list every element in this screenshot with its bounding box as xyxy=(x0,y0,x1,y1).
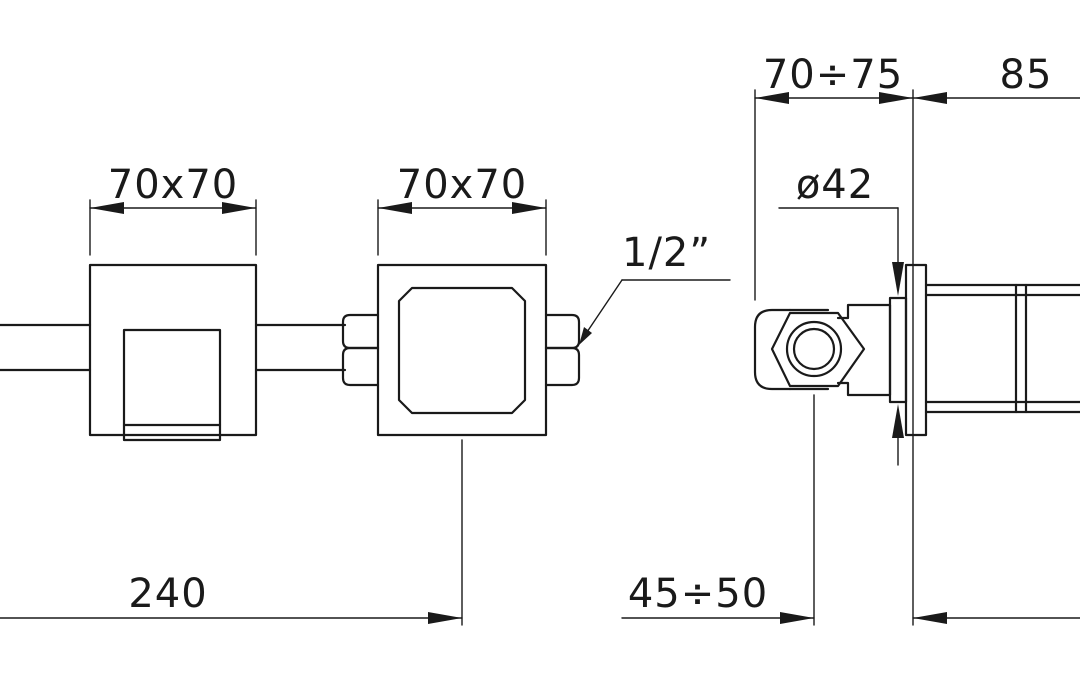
side-view: ø42 70÷75 85 45÷50 xyxy=(621,52,1080,626)
depth-dimension xyxy=(754,92,914,104)
thread-leader xyxy=(579,279,731,345)
diameter-label: ø42 xyxy=(796,162,874,208)
wall-flange xyxy=(888,263,928,437)
box2-size-label: 70x70 xyxy=(397,162,527,208)
projection-dimension xyxy=(912,92,1080,104)
depth-range-label: 70÷75 xyxy=(763,52,903,98)
thread-size-label: 1/2” xyxy=(622,230,711,276)
box1-size-label: 70x70 xyxy=(108,162,238,208)
connecting-pipe xyxy=(254,323,347,372)
box1-dimension xyxy=(89,199,257,256)
front-view: 1/2” 70x70 70x70 240 xyxy=(0,162,731,626)
side-hex-nut xyxy=(770,311,866,388)
valve-head xyxy=(753,308,830,391)
left-hex-nut xyxy=(341,313,380,387)
side-extension-lines xyxy=(754,89,914,626)
wall-offset-label: 45÷50 xyxy=(628,571,768,617)
mixer-body-1 xyxy=(88,263,258,442)
mixer-body-2 xyxy=(376,263,548,437)
right-hex-nut xyxy=(544,313,581,387)
spacing-dimension xyxy=(0,439,463,626)
diameter-arrows xyxy=(892,262,904,438)
left-pipe xyxy=(0,323,92,372)
box2-dimension xyxy=(377,199,547,256)
wall-offset-dimension xyxy=(621,612,1080,624)
handle-sleeve xyxy=(924,283,1080,414)
projection-label: 85 xyxy=(1000,52,1053,98)
spacing-label: 240 xyxy=(128,571,207,617)
